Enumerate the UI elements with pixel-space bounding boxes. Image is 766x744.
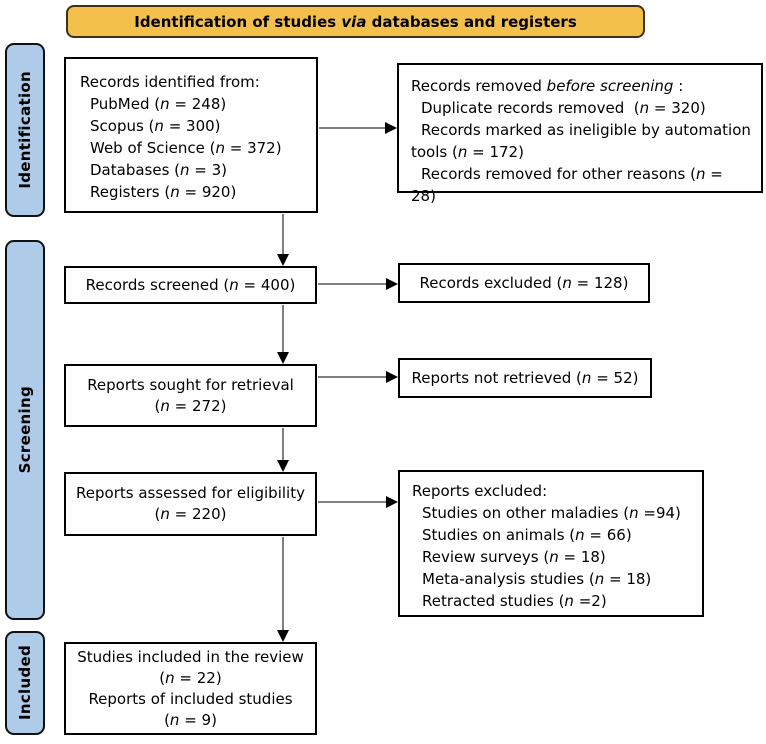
text-segment: Identification of studies bbox=[134, 12, 342, 31]
text-line: Reports of included studies bbox=[88, 689, 293, 708]
text-line: Reports not retrieved (n = 52) bbox=[411, 368, 639, 387]
text-segment-italic: via bbox=[341, 12, 367, 31]
box-reports-not-retrieved: Reports not retrieved (n = 52) bbox=[398, 358, 652, 398]
text-line: Records removed for other reasons (n = 2… bbox=[411, 165, 728, 205]
text-line: Reports assessed for eligibility bbox=[76, 484, 305, 502]
arrow-right-icon bbox=[386, 371, 398, 383]
text-line: PubMed (n = 248) bbox=[90, 95, 227, 113]
box-records-excluded: Records excluded (n = 128) bbox=[398, 263, 650, 303]
text-line: (n = 22) bbox=[159, 668, 222, 687]
text-line: Retracted studies (n =2) bbox=[422, 592, 607, 610]
box-records-removed-before-screening: Records removed before screening : Dupli… bbox=[397, 63, 763, 205]
arrow-down-icon bbox=[277, 460, 289, 472]
text-segment: databases and registers bbox=[366, 12, 577, 31]
text-line: (n = 220) bbox=[154, 505, 227, 523]
text-line: (n = 272) bbox=[154, 396, 227, 415]
box-title: Records identified from: bbox=[80, 73, 260, 91]
text-line: Meta-analysis studies (n = 18) bbox=[422, 570, 652, 588]
banner-identification-via-databases: Identification of studies via databases … bbox=[66, 5, 645, 38]
text-line: (n = 9) bbox=[164, 710, 217, 729]
box-studies-included: Studies included in the review (n = 22) … bbox=[64, 642, 317, 735]
arrow-down-icon bbox=[277, 630, 289, 642]
text-line: Records excluded (n = 128) bbox=[419, 273, 629, 292]
arrow-right-icon bbox=[386, 278, 398, 290]
text-line: Scopus (n = 300) bbox=[90, 117, 221, 135]
text-line: Duplicate records removed (n = 320) bbox=[421, 99, 706, 117]
stage-label-screening: Screening bbox=[5, 240, 45, 620]
box-records-screened: Records screened (n = 400) bbox=[64, 266, 317, 304]
arrow-down-icon bbox=[277, 352, 289, 364]
stage-label-included: Included bbox=[5, 631, 45, 735]
text-line: Studies on other maladies (n =94) bbox=[422, 504, 681, 522]
stage-label-included-text: Included bbox=[16, 645, 34, 721]
arrow-down-icon bbox=[277, 254, 289, 266]
text-line: Reports sought for retrieval bbox=[87, 375, 294, 394]
stage-label-identification: Identification bbox=[5, 43, 45, 217]
text-line: Web of Science (n = 372) bbox=[90, 139, 282, 157]
arrow-right-icon bbox=[386, 496, 398, 508]
stage-label-identification-text: Identification bbox=[16, 71, 34, 189]
text-line: Review surveys (n = 18) bbox=[422, 548, 606, 566]
arrow-right-icon bbox=[385, 122, 397, 134]
box-reports-sought: Reports sought for retrieval (n = 272) bbox=[64, 364, 317, 427]
text-line: Studies included in the review bbox=[77, 647, 304, 666]
text-line: Databases (n = 3) bbox=[90, 161, 228, 179]
box-title: Reports excluded: bbox=[412, 482, 548, 500]
stage-label-screening-text: Screening bbox=[16, 386, 34, 474]
text-line: Records marked as ineligible by automati… bbox=[411, 121, 756, 161]
box-reports-assessed: Reports assessed for eligibility (n = 22… bbox=[64, 472, 317, 536]
box-reports-excluded: Reports excluded: Studies on other malad… bbox=[398, 470, 704, 617]
text-line: Records screened (n = 400) bbox=[85, 275, 296, 294]
text-line: Registers (n = 920) bbox=[90, 183, 237, 201]
text-line: Studies on animals (n = 66) bbox=[422, 526, 632, 544]
banner-text: Identification of studies via databases … bbox=[134, 13, 577, 31]
box-records-identified: Records identified from: PubMed (n = 248… bbox=[64, 57, 318, 213]
box-title: Records removed before screening : bbox=[411, 77, 684, 95]
